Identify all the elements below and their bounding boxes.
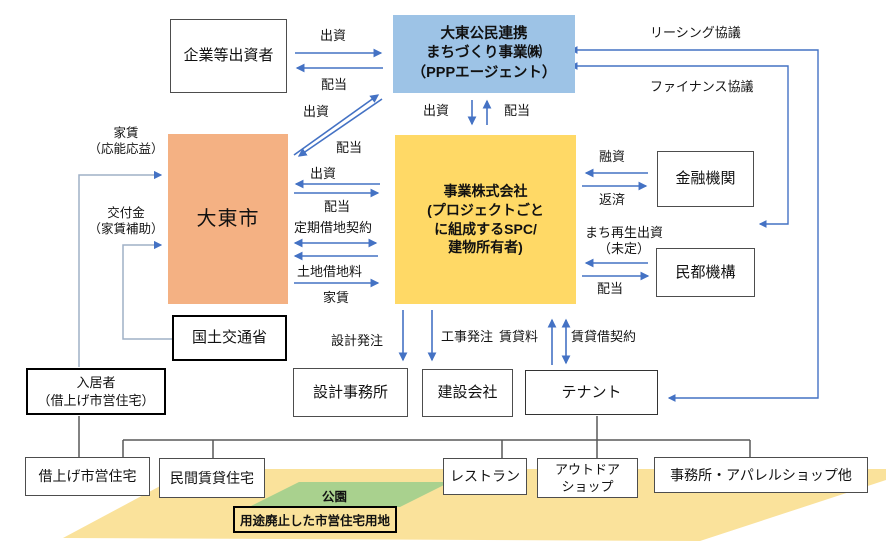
bottom-tree-lines [78, 416, 751, 458]
site-label: 用途廃止した市営住宅用地 [233, 506, 398, 533]
label-finance-consult: ファイナンス協議 [650, 79, 754, 94]
label-leasing-consult: リーシング協議 [650, 25, 741, 40]
box-tenant: テナント [525, 370, 658, 415]
park-label: 公園 [322, 490, 348, 504]
label-rent-left: 家賃 （応能応益） [88, 126, 164, 156]
label-investment-top: 出資 [320, 28, 347, 43]
box-office-apparel: 事務所・アパレルショップ他 [654, 457, 868, 493]
box-minto-kiko: 民都機構 [656, 248, 755, 297]
label-investment-vertical: 出資 [423, 103, 450, 118]
label-dividend-diagonal: 配当 [336, 140, 363, 155]
box-daito-city-label: 大東市 [196, 207, 260, 230]
label-subsidy: 交付金 （家賃補助） [88, 206, 164, 236]
box-residents: 入居者 （借上げ市営住宅） [26, 368, 166, 415]
connector-finance-consult [569, 62, 789, 228]
box-mlit: 国土交通省 [172, 315, 287, 361]
box-design-office: 設計事務所 [293, 368, 408, 417]
label-machi-investment: まち再生出資 （未定） [584, 225, 663, 257]
label-dividend-minto: 配当 [597, 281, 624, 296]
label-dividend-mid: 配当 [324, 199, 351, 214]
arrow-rent-residents-to-city [78, 170, 163, 367]
label-lease-contract: 賃貸借契約 [571, 329, 637, 344]
label-rent-tenant: 賃貸料 [499, 329, 539, 344]
box-private-rental-housing: 民間賃貸住宅 [159, 458, 265, 498]
label-investment-diagonal: 出資 [303, 104, 330, 119]
box-construction-company: 建設会社 [422, 369, 513, 417]
box-investors: 企業等出資者 [170, 19, 287, 93]
label-rent-mid: 家賃 [323, 290, 350, 305]
box-leased-municipal-housing: 借上げ市営住宅 [25, 457, 150, 496]
label-construction-order: 工事発注 [441, 329, 494, 344]
connector-leasing-consult [569, 46, 819, 402]
label-dividend-top: 配当 [321, 77, 348, 92]
box-spc: 事業株式会社 (プロジェクトごと に組成するSPC/ 建物所有者) [395, 135, 576, 304]
arrow-investment-city-to-agent [293, 94, 380, 156]
box-ppp-agent: 大東公民連携 まちづくり事業㈱ （PPPエージェント） [393, 15, 575, 93]
label-dividend-vertical: 配当 [504, 103, 531, 118]
box-investors-label: 企業等出資者 [183, 47, 274, 65]
box-restaurant: レストラン [443, 458, 527, 495]
label-land-rent: 土地借地料 [297, 264, 363, 279]
park-shape [249, 482, 450, 507]
label-loan: 融資 [599, 149, 626, 164]
label-fixed-term-lease: 定期借地契約 [294, 220, 373, 235]
box-outdoor-shop: アウトドア ショップ [537, 458, 638, 498]
label-investment-mid: 出資 [310, 166, 337, 181]
arrow-subsidy-mlit-to-city [122, 240, 172, 340]
box-daito-city: 大東市 [168, 134, 288, 304]
arrow-dividend-agent-to-city [297, 98, 383, 157]
label-repayment: 返済 [599, 192, 626, 207]
label-design-order: 設計発注 [331, 333, 384, 348]
box-financial-institution: 金融機関 [657, 151, 754, 207]
